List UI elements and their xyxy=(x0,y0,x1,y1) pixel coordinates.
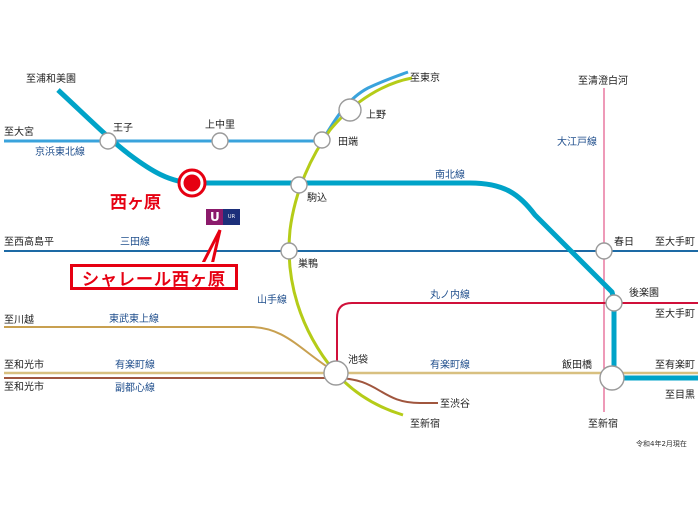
label-dir-wakoshi-fukutoshin: 至和光市 xyxy=(4,380,44,393)
label-iidabashi: 飯田橋 xyxy=(562,358,592,371)
label-dir-otemachi-mita: 至大手町 xyxy=(655,235,695,248)
label-dir-kiyosumi-shirakawa: 至清澄白河 xyxy=(578,74,628,87)
label-line-fukutoshin: 副都心線 xyxy=(115,381,155,394)
namboku-line xyxy=(56,88,698,381)
station-kasuga[interactable] xyxy=(595,242,613,260)
label-dir-shinjuku-yamanote: 至新宿 xyxy=(410,417,440,430)
marunouchi-line xyxy=(336,302,698,372)
label-line-yurakucho-east: 有楽町線 xyxy=(430,358,470,371)
station-tabata[interactable] xyxy=(313,131,331,149)
label-dir-otemachi-marunouchi: 至大手町 xyxy=(655,307,695,320)
label-dir-shibuya: 至渋谷 xyxy=(440,397,470,410)
label-tabata: 田端 xyxy=(338,135,358,148)
label-line-mita: 三田線 xyxy=(120,235,150,248)
station-komagome[interactable] xyxy=(290,176,308,194)
ur-logo-text: UR xyxy=(223,209,240,225)
label-oji: 王子 xyxy=(113,122,133,134)
station-ikebukuro[interactable] xyxy=(323,360,349,386)
ur-logo: U UR xyxy=(206,209,240,225)
label-dir-wakoshi-yurakucho: 至和光市 xyxy=(4,358,44,371)
label-kasuga: 春日 xyxy=(614,236,634,248)
fukutoshin-line xyxy=(4,377,438,404)
label-line-namboku: 南北線 xyxy=(435,168,465,181)
station-korakuen[interactable] xyxy=(605,294,623,312)
label-nishigahara: 西ヶ原 xyxy=(110,193,161,213)
label-line-yurakucho-west: 有楽町線 xyxy=(115,358,155,371)
label-dir-nishitakashimadaira: 至西高島平 xyxy=(4,235,54,248)
label-komagome: 駒込 xyxy=(307,192,327,204)
label-dir-omiya: 至大宮 xyxy=(4,125,34,138)
label-ikebukuro: 池袋 xyxy=(348,353,368,366)
station-ueno[interactable] xyxy=(338,98,362,122)
date-note: 令和4年2月現在 xyxy=(636,439,687,448)
label-dir-meguro: 至目黒 xyxy=(665,389,695,401)
station-oji[interactable] xyxy=(99,132,117,150)
label-line-keihin-tohoku: 京浜東北線 xyxy=(35,145,85,158)
label-dir-shinjuku-oedo: 至新宿 xyxy=(588,417,618,430)
property-name: シャレール西ヶ原 xyxy=(82,269,226,290)
label-line-tobu-tojo: 東武東上線 xyxy=(109,312,159,325)
tobu-tojo-line xyxy=(4,326,336,373)
station-nishigahara-core xyxy=(183,174,201,192)
label-line-marunouchi: 丸ノ内線 xyxy=(430,288,470,301)
label-line-yamanote: 山手線 xyxy=(257,293,287,306)
ur-logo-mark: U xyxy=(206,209,223,225)
label-line-oedo: 大江戸線 xyxy=(557,135,597,148)
station-kami-nakazato[interactable] xyxy=(211,132,229,150)
label-kami-nakazato: 上中里 xyxy=(205,118,235,131)
label-korakuen: 後楽園 xyxy=(629,286,659,299)
callout-pointer xyxy=(199,229,222,267)
label-ueno: 上野 xyxy=(366,109,386,121)
property-callout[interactable]: シャレール西ヶ原 xyxy=(70,264,238,290)
label-dir-tokyo: 至東京 xyxy=(410,71,440,84)
label-dir-yurakucho: 至有楽町 xyxy=(655,358,695,371)
label-dir-urawa-misono: 至浦和美園 xyxy=(26,72,76,85)
station-iidabashi[interactable] xyxy=(599,365,625,391)
station-sugamo[interactable] xyxy=(280,242,298,260)
label-sugamo: 巣鴨 xyxy=(298,257,318,270)
label-dir-kawagoe: 至川越 xyxy=(4,313,34,326)
